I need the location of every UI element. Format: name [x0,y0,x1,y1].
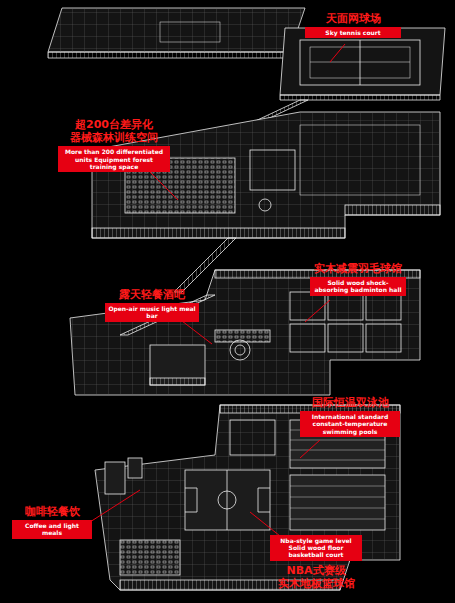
callout-heading: 天面网球场 [305,12,401,25]
callout-label: Sky tennis court [305,27,401,38]
callout-heading: 实木减震羽毛球馆 [310,262,406,275]
callout: 国际恒温双泳池 International standard constant-t… [300,396,400,437]
callout: 超200台差异化 器械森林训练空间More than 200 different… [58,118,170,172]
callout: Nba-style game level Solid wood floor ba… [270,535,362,590]
callout-heading: 咖啡轻餐饮 [12,505,92,518]
callout-label: More than 200 differentiated units Equip… [58,146,170,172]
callout-label: Coffee and light meals [12,520,92,538]
callout-label: Open-air music light meal bar [105,303,199,321]
callout: 露天轻餐酒吧 Open-air music light meal bar [105,288,199,322]
callout-label: Nba-style game level Solid wood floor ba… [270,535,362,561]
callout-heading: 国际恒温双泳池 [300,396,400,409]
callout-heading: NBA式赛级 实木地板篮球馆 [270,564,362,590]
callout-label: International standard constant-temperat… [300,411,400,437]
callout: 咖啡轻餐饮 Coffee and light meals [12,505,92,539]
callout: 天面网球场 Sky tennis court [305,12,401,38]
callout-heading: 露天轻餐酒吧 [105,288,199,301]
callout-heading: 超200台差异化 器械森林训练空间 [58,118,170,144]
callout: 实木减震羽毛球馆 Solid wood shock-absorbing badmi… [310,262,406,296]
callout-label: Solid wood shock-absorbing badminton hal… [310,277,406,295]
